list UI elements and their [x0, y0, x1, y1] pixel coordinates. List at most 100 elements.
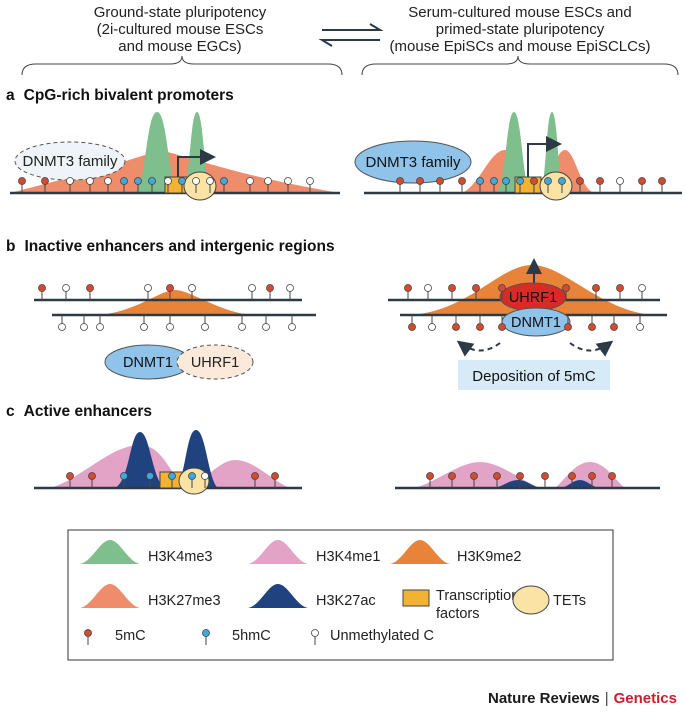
unmethylated-c-site [246, 177, 254, 193]
5mc-site [476, 315, 484, 331]
site-head [148, 177, 156, 185]
site-head [284, 177, 292, 185]
unmethylated-c-site [86, 177, 94, 193]
site-head [206, 177, 214, 185]
unmethylated-c-site [96, 315, 104, 331]
h3k9me2-mark [100, 290, 250, 315]
site-head [86, 177, 94, 185]
site-head [616, 177, 624, 185]
h3k27ac-low-1 [495, 480, 540, 488]
site-head [41, 177, 49, 185]
site-head [658, 177, 666, 185]
5hmc-site [134, 177, 142, 193]
site-head [201, 472, 209, 480]
reverse-arrow [318, 39, 380, 47]
legend-tf-label-1: Transcription [436, 588, 519, 604]
site-head [166, 284, 174, 292]
site-head [192, 177, 200, 185]
site-head [610, 323, 618, 331]
site-head [38, 284, 46, 292]
site-head [80, 323, 88, 331]
site-head [271, 472, 279, 480]
site-head [251, 472, 259, 480]
legend-5hmc-label: 5hmC [232, 628, 271, 644]
site-head [493, 472, 501, 480]
site-head [18, 177, 26, 185]
5mc-site [86, 284, 94, 300]
site-head [246, 177, 254, 185]
site-head [248, 284, 256, 292]
legend-h3k27me3-swatch [80, 584, 140, 608]
site-head [66, 472, 74, 480]
header-left-line1: Ground-state pluripotency [93, 4, 267, 21]
site-head [188, 284, 196, 292]
dnmt1-label-left: DNMT1 [123, 355, 173, 371]
site-head [424, 284, 432, 292]
site-head [472, 284, 480, 292]
dnmt3-family-label-left: DNMT3 family [22, 153, 118, 170]
5mc-site [498, 284, 506, 300]
unmethylated-c-site [192, 177, 200, 193]
site-head [188, 472, 196, 480]
5mc-site [616, 284, 624, 300]
site-head [592, 284, 600, 292]
unmethylated-c-site [166, 315, 174, 331]
site-head [426, 472, 434, 480]
unmethylated-c-site [428, 315, 436, 331]
5mc-site [472, 284, 480, 300]
5mc-site [271, 472, 279, 488]
site-head [498, 284, 506, 292]
header-right-line3: (mouse EpiSCs and mouse EpiSCLCs) [389, 38, 651, 55]
panel-b-right: UHRF1 DNMT1 Deposition of 5mC [388, 258, 667, 390]
5mc-site [541, 472, 549, 488]
unmethylated-c-site [262, 315, 270, 331]
deposition-box [458, 360, 610, 390]
journal-credit: Nature Reviews|Genetics [488, 690, 677, 707]
site-head [458, 177, 466, 185]
site-head [416, 177, 424, 185]
5hmc-site [148, 177, 156, 193]
unmethylated-c-site [264, 177, 272, 193]
section-a-text: CpG-rich bivalent promoters [23, 87, 234, 104]
5mc-site [66, 472, 74, 488]
deposition-label: Deposition of 5mC [472, 368, 596, 385]
credit-separator: | [604, 690, 609, 707]
5mc-site [41, 177, 49, 193]
h3k27ac-low-2 [562, 480, 598, 488]
5mc-site [608, 472, 616, 488]
5mc-site [408, 315, 416, 331]
site-head [436, 177, 444, 185]
unmethylated-c-site [238, 315, 246, 331]
5mc-site [516, 472, 524, 488]
5mc-site [404, 284, 412, 300]
panel-b-left: DNMT1 UHRF1 [34, 290, 316, 380]
site-head [120, 472, 128, 480]
5mc-site [448, 284, 456, 300]
5hmc-site [558, 177, 566, 193]
unmethylated-c-site [58, 315, 66, 331]
header-right-line1: Serum-cultured mouse ESCs and [408, 4, 632, 21]
site-head [498, 323, 506, 331]
site-head [452, 323, 460, 331]
legend-tf-label-2: factors [436, 606, 480, 622]
unmethylated-c-site [164, 177, 172, 193]
site-head [201, 323, 209, 331]
site-head [404, 284, 412, 292]
5mc-site [530, 177, 538, 193]
tets-enzyme [183, 171, 217, 201]
site-head [476, 177, 484, 185]
site-head [144, 284, 152, 292]
5mc-site [452, 315, 460, 331]
5hmc-site [188, 472, 196, 488]
section-b-letter: b [6, 238, 16, 255]
site-head [168, 472, 176, 480]
5hmc-site [490, 177, 498, 193]
site-head [264, 177, 272, 185]
site-head [576, 177, 584, 185]
uhrf1-bubble-left [176, 344, 254, 380]
dashed-arrow-right [569, 340, 614, 357]
5hmc-site [120, 177, 128, 193]
unmethylated-c-site [201, 472, 209, 488]
